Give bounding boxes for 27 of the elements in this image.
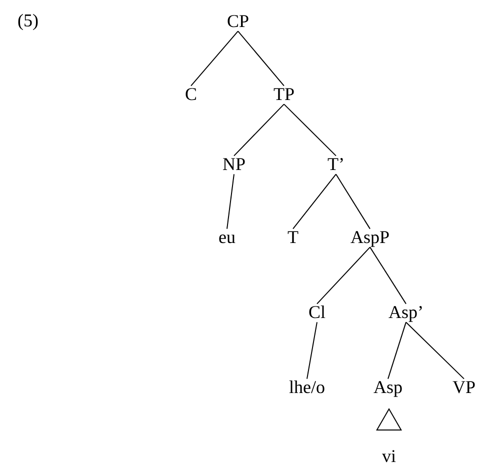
tree-label: T’ <box>328 158 343 170</box>
tree-label: AspP <box>350 231 389 247</box>
tree-label: Asp <box>374 381 402 397</box>
tree-label: lhe/o <box>289 380 324 394</box>
tree-label: eu <box>219 234 236 244</box>
tree-label: TP <box>274 88 294 100</box>
tree-label: NP <box>223 158 245 170</box>
branch-line <box>406 322 464 380</box>
branch-line <box>292 174 336 230</box>
tree-label: Cl <box>309 306 326 318</box>
tree-label: C <box>186 88 196 100</box>
branch-line <box>388 322 406 380</box>
branch-line <box>336 174 370 230</box>
branch-line <box>226 174 234 230</box>
tree-label: VP <box>452 381 475 394</box>
tree-label: vi <box>382 450 396 462</box>
branch-line <box>316 246 370 304</box>
example-number: (5) <box>18 14 38 30</box>
tree-label: CP <box>228 15 248 28</box>
branch-line <box>190 30 238 86</box>
tree-label: T <box>288 231 298 243</box>
branch-line <box>306 322 318 380</box>
tree-label: Asp’ <box>388 306 422 322</box>
branch-line <box>234 104 284 156</box>
branch-line <box>238 30 284 86</box>
branch-line <box>284 104 336 156</box>
branch-line <box>370 246 406 304</box>
